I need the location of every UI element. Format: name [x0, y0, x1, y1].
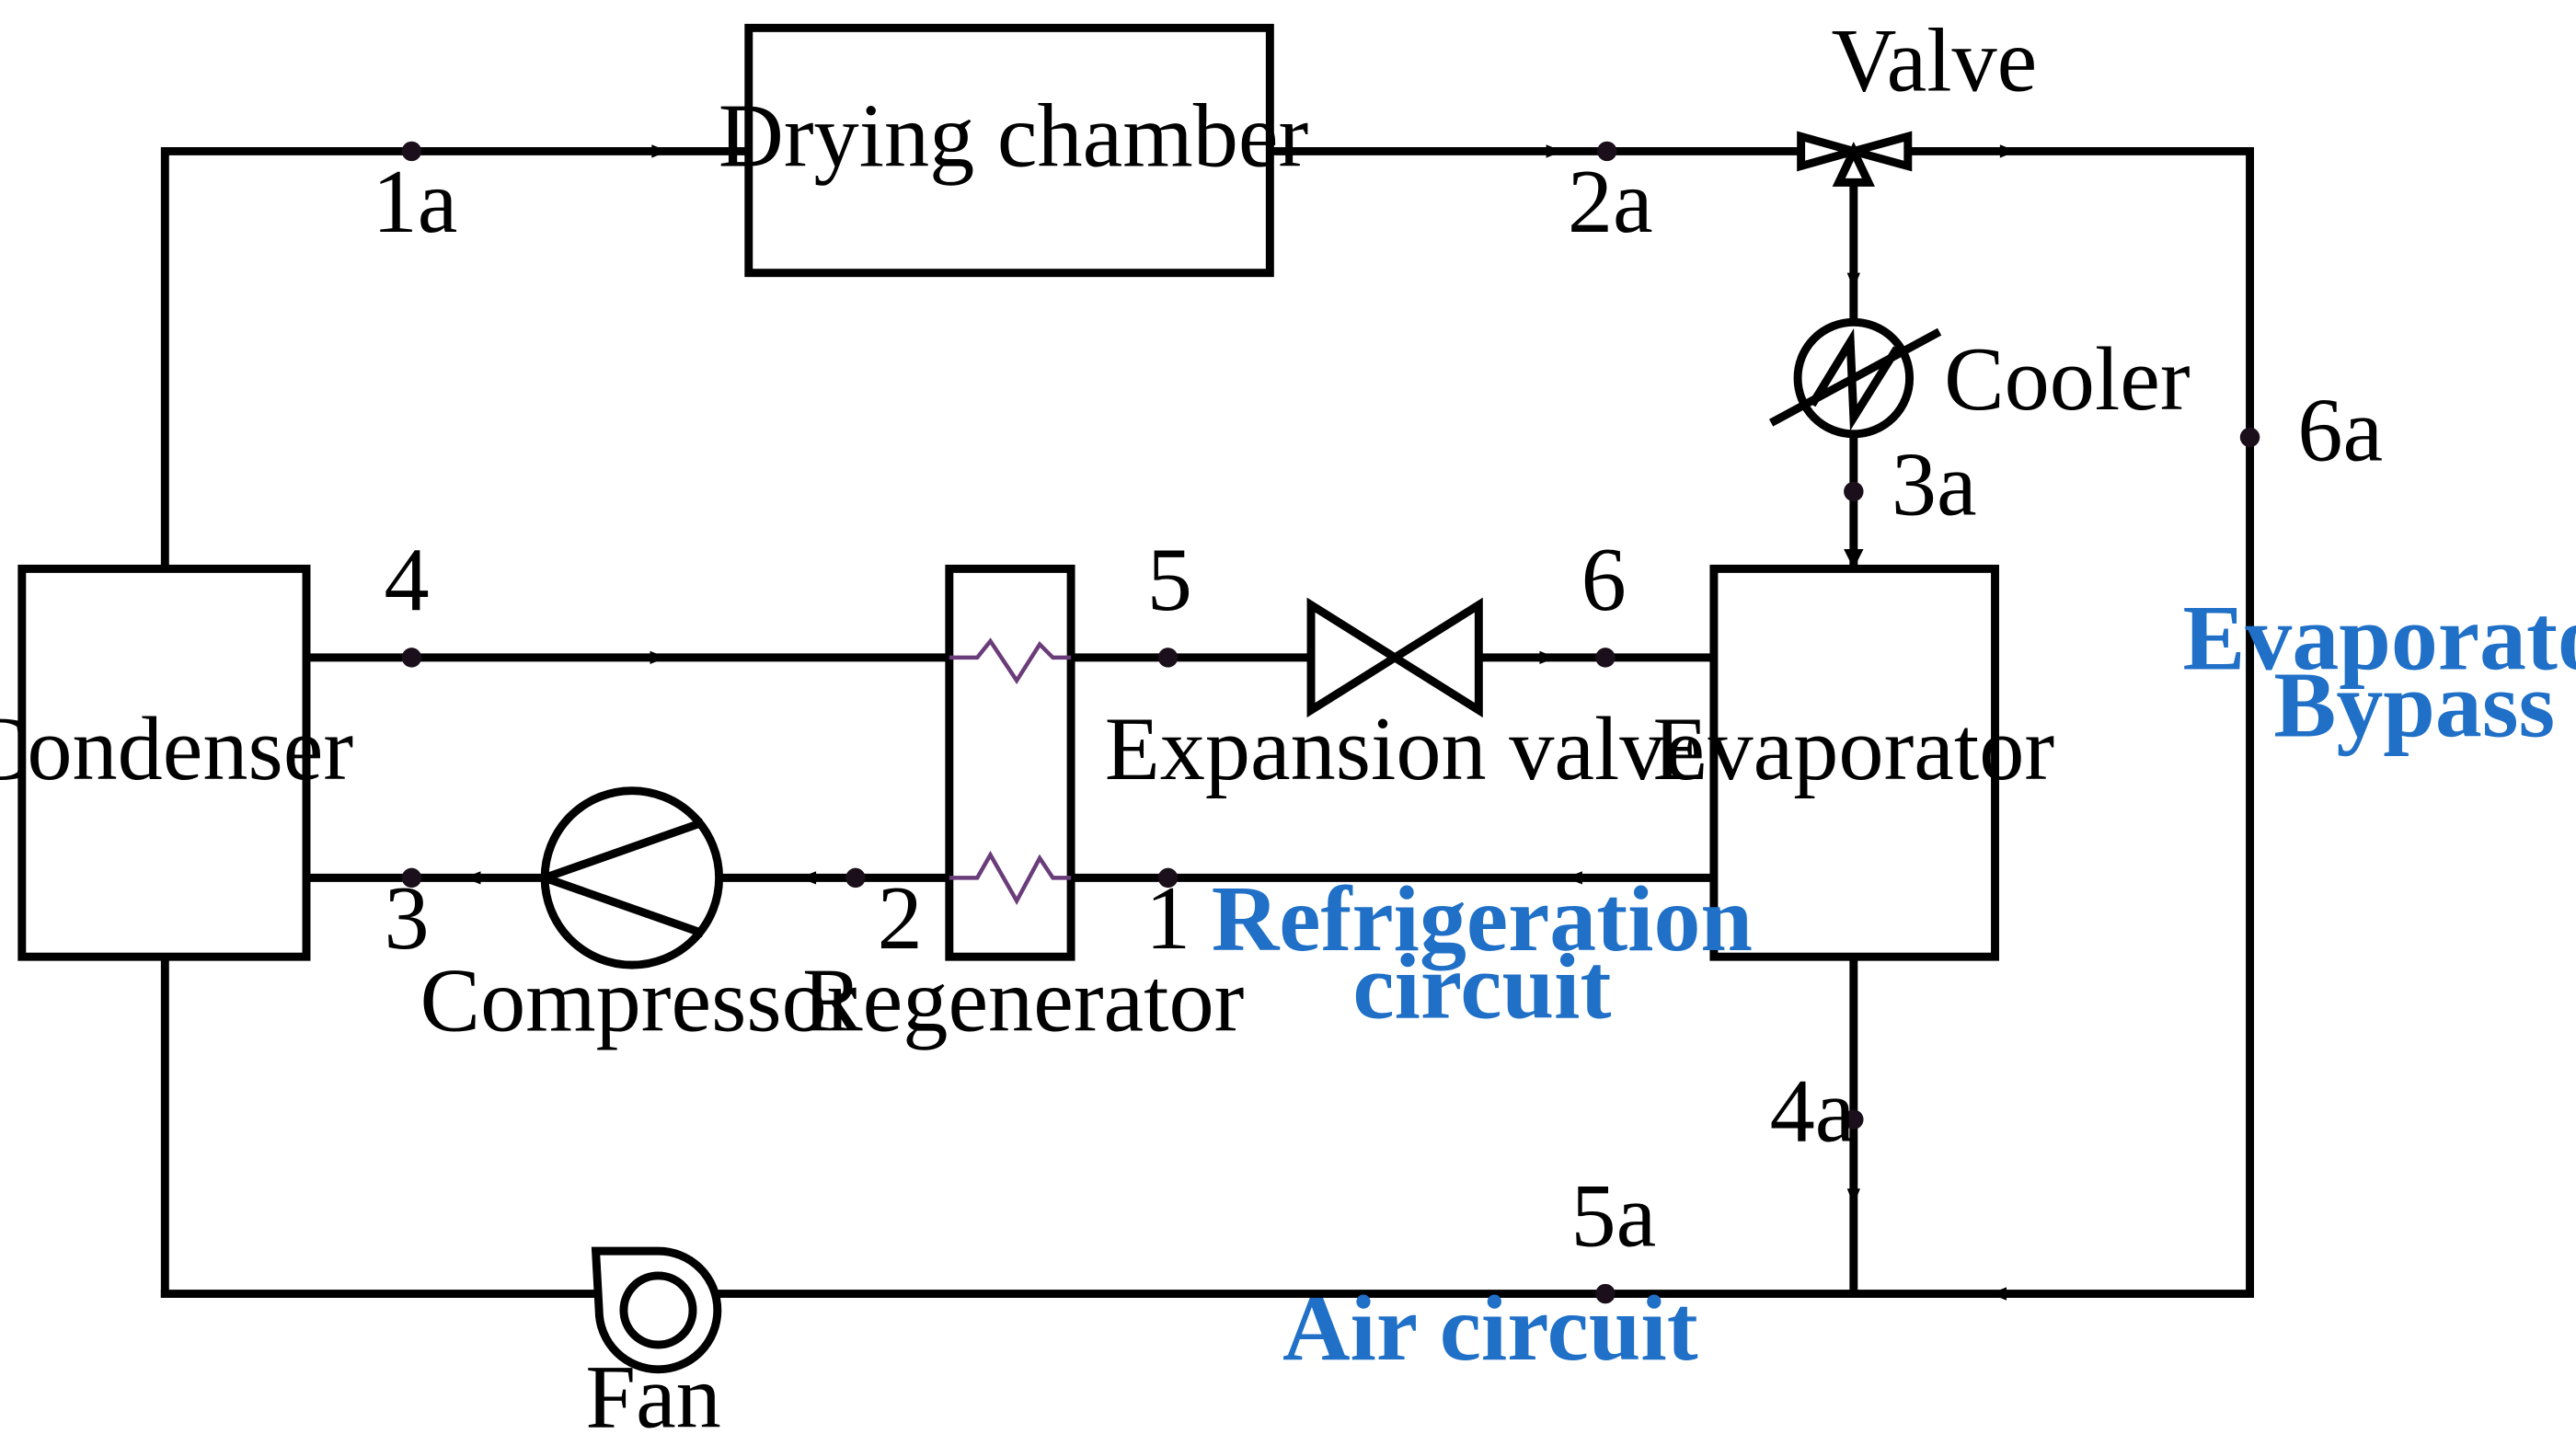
regenerator-box — [945, 564, 1075, 961]
point-label-2a: 2a — [1568, 152, 1653, 252]
dot-2 — [845, 867, 866, 889]
flow-arrow-left — [1990, 1287, 2007, 1301]
flow-arrow-down — [1846, 1188, 1860, 1206]
air-circuit-pipes — [160, 146, 2255, 1299]
point-label-3a: 3a — [1892, 434, 1977, 534]
condenser-box — [17, 564, 311, 961]
dot-6a — [2239, 427, 2260, 448]
dot-2a — [1597, 141, 1617, 162]
evaporator-bypass-label-line2: Bypass — [2273, 654, 2555, 758]
dot-6 — [1595, 648, 1616, 668]
flow-arrow-down — [1844, 548, 1864, 569]
point-label-3: 3 — [384, 868, 429, 969]
fan-label: Fan — [585, 1347, 720, 1445]
drying-chamber-label: Drying chamber — [719, 86, 1308, 187]
circuit-labels: Evaporator Bypass Refrigeration circuit … — [1212, 586, 2576, 1381]
cooler-label: Cooler — [1944, 329, 2191, 430]
flow-arrow-right — [1539, 650, 1557, 665]
point-label-5: 5 — [1147, 530, 1192, 630]
flow-arrow-right — [650, 650, 667, 665]
regenerator-coils — [949, 637, 1072, 906]
flow-arrow-left — [1566, 871, 1582, 885]
point-label-4: 4 — [384, 530, 429, 630]
dot-1 — [1157, 867, 1179, 889]
dot-4a — [1844, 1109, 1864, 1130]
point-label-2: 2 — [878, 868, 923, 969]
evaporator-box — [1709, 564, 1999, 961]
dot-3a — [1844, 481, 1864, 502]
flow-arrow-right — [1546, 144, 1563, 158]
point-label-1a: 1a — [373, 152, 458, 252]
expansion-valve-label: Expansion valve — [1105, 699, 1705, 799]
component-labels: Drying chamber Valve Cooler Condenser Ev… — [0, 10, 2191, 1445]
three-way-valve-icon — [1797, 131, 1913, 187]
drying-chamber-box — [744, 23, 1274, 278]
state-point-labels: 1a 2a 3a 6a 4a 5a 4 5 6 3 2 1 — [373, 152, 2384, 1267]
dot-3 — [401, 867, 422, 889]
point-label-6: 6 — [1581, 530, 1627, 630]
cooler-icon — [1768, 317, 1942, 439]
evaporator-label: Evaporator — [1653, 699, 2055, 799]
regenerator-label: Regenerator — [802, 951, 1244, 1051]
condenser-label: Condenser — [0, 699, 353, 799]
refrigeration-circuit-label-line2: circuit — [1352, 935, 1611, 1038]
evaporator-bypass-label-line1: Evaporator — [2182, 586, 2576, 690]
flow-arrow-right — [651, 144, 669, 158]
flow-arrow-right — [1999, 144, 2017, 158]
expansion-valve-icon — [1306, 597, 1483, 718]
valve-label: Valve — [1832, 10, 2038, 110]
dot-1a — [401, 141, 422, 162]
fan-icon — [591, 1246, 722, 1374]
flow-arrow-down — [1846, 272, 1860, 290]
compressor-icon — [532, 786, 724, 969]
dot-4 — [401, 648, 422, 668]
flow-arrow-left — [464, 871, 481, 885]
compressor-label: Compressor — [420, 951, 857, 1051]
refrigeration-pipes — [302, 653, 1719, 882]
dot-5 — [1157, 648, 1179, 668]
refrigeration-circuit-label-line1: Refrigeration — [1212, 867, 1753, 971]
air-circuit-label: Air circuit — [1282, 1277, 1698, 1381]
flow-arrow-left — [799, 871, 817, 885]
state-point-dots — [401, 141, 2260, 1304]
point-label-5a: 5a — [1570, 1166, 1656, 1267]
dot-5a — [1595, 1283, 1616, 1304]
point-label-4a: 4a — [1770, 1061, 1856, 1161]
point-label-1: 1 — [1145, 868, 1190, 969]
flow-arrows — [464, 144, 2017, 1301]
point-label-6a: 6a — [2297, 380, 2383, 480]
